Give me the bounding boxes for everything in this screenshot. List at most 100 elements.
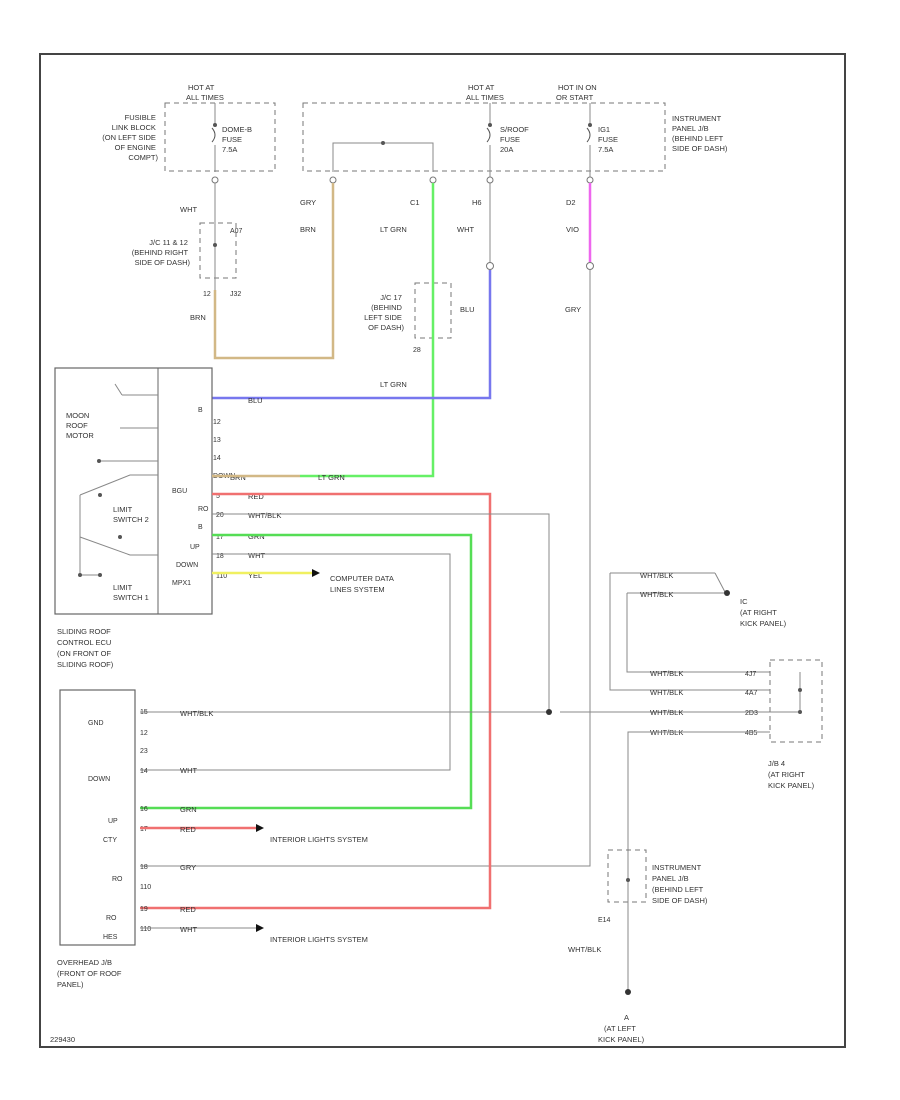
wire-label-red-oh1: RED <box>180 825 196 834</box>
jb4-box <box>769 659 823 743</box>
oh-wire-pin-j: 110 <box>140 926 151 933</box>
wire-red-ecu <box>140 492 492 910</box>
pin-a07: A07 <box>230 228 243 235</box>
interior-lights-label-2: INTERIOR LIGHTS SYSTEM <box>270 935 368 944</box>
wire-brn <box>213 183 335 360</box>
ground-ic-label: IC (AT RIGHT KICK PANEL) <box>740 597 787 628</box>
wire-label-wht-blk-j3: WHT/BLK <box>650 708 683 717</box>
wire-label-wht-blk-j1: WHT/BLK <box>650 669 683 678</box>
ecu-pin-up: UP <box>190 544 200 551</box>
pin-12: 12 <box>203 291 211 298</box>
wire-label-h6: H6 <box>472 198 482 207</box>
pin-e14: E14 <box>598 917 611 924</box>
wire-label-wht-top: WHT <box>180 205 197 214</box>
limit-switch-2-label: LIMIT SWITCH 2 <box>113 505 149 524</box>
oh-wire-pin-b: 12 <box>140 730 148 737</box>
fusible-link-label: FUSIBLE LINK BLOCK (ON LEFT SIDE OF ENGI… <box>102 113 158 162</box>
diagram-frame <box>39 53 846 1048</box>
wire-label-wht-blk-gnd2: WHT/BLK <box>640 590 673 599</box>
wire-label-wht-blk-j2: WHT/BLK <box>650 688 683 697</box>
wire-label-gry-oh: GRY <box>180 863 196 872</box>
ecu-wire-pin-3: 17 <box>216 534 224 541</box>
oh-wire-pin-h: 110 <box>140 884 151 891</box>
wire-label-grn1: GRN <box>248 532 265 541</box>
wire-label-wht-blk-gnd1: WHT/BLK <box>640 571 673 580</box>
ip-jb-label: INSTRUMENT PANEL J/B (BEHIND LEFT SIDE O… <box>672 114 728 153</box>
ecu-wire-pin-1: 5 <box>216 493 220 500</box>
interior-lights-label-1: INTERIOR LIGHTS SYSTEM <box>270 835 368 844</box>
wire-label-wht1: WHT <box>248 551 265 560</box>
moon-roof-box <box>54 367 213 615</box>
pin-28: 28 <box>413 347 421 354</box>
jb4-pin-a: 4J7 <box>745 671 756 678</box>
ecu-pin-14: 14 <box>213 455 221 462</box>
computer-data-label: COMPUTER DATA LINES SYSTEM <box>330 574 396 594</box>
jb4-pin-c: 2D3 <box>745 710 758 717</box>
oh-wire-pin-g: 18 <box>140 864 148 871</box>
overhead-jb-label: OVERHEAD J/B (FRONT OF ROOF PANEL) <box>57 958 124 989</box>
wire-label-wht-h6: WHT <box>457 225 474 234</box>
wire-label-blu-jc: BLU <box>460 305 475 314</box>
wire-label-grn-oh: GRN <box>180 805 197 814</box>
wire-label-wht-oh: WHT <box>180 766 197 775</box>
ecu-wire-pin-6: 110 <box>216 573 227 580</box>
ecu-wire-pin-2: 20 <box>216 512 224 519</box>
wire-label-brn-gnd: BRN <box>230 473 246 482</box>
wire-label-wht-blk-low: WHT/BLK <box>568 945 601 954</box>
oh-pin-down: DOWN <box>88 776 110 783</box>
wire-label-wht-blk1: WHT/BLK <box>248 511 281 520</box>
wire-label-wht-oh2: WHT <box>180 925 197 934</box>
ecu-pin-bgu: BGU <box>172 488 187 495</box>
sroof-fuse-label: S/ROOF FUSE 20A <box>500 125 531 154</box>
pin-j32: J32 <box>230 291 241 298</box>
moon-roof-motor-label: MOON ROOF MOTOR <box>66 411 94 440</box>
oh-wire-pin-d: 14 <box>140 768 148 775</box>
wire-blu <box>212 270 492 400</box>
jb4-label: J/B 4 (AT RIGHT KICK PANEL) <box>768 759 815 790</box>
wire-lt-grn <box>300 183 435 478</box>
wire-label-blu-b: BLU <box>248 396 263 405</box>
wire-label-red-oh2: RED <box>180 905 196 914</box>
ecu-pin-b: B <box>198 407 203 414</box>
footer-code: 229430 <box>50 1035 75 1044</box>
jc-left-label: J/C 17 (BEHIND LEFT SIDE OF DASH) <box>364 293 404 332</box>
wire-label-brn-top: BRN <box>300 225 316 234</box>
ign-fuse-label: IG1 FUSE 7.5A <box>598 125 620 154</box>
limit-switch-1-label: LIMIT SWITCH 1 <box>113 583 149 602</box>
jc-right-label: J/C 11 & 12 (BEHIND RIGHT SIDE OF DASH) <box>132 238 191 267</box>
wire-label-vio: VIO <box>566 225 579 234</box>
oh-wire-pin-i: 19 <box>140 906 148 913</box>
oh-pin-hes: HES <box>103 934 118 941</box>
overhead-jb-box <box>59 689 136 946</box>
oh-pin-gnd: GND <box>88 720 104 727</box>
oh-pin-ro2: RO <box>106 915 117 922</box>
wire-label-wht-blk-oh: WHT/BLK <box>180 709 213 718</box>
wire-label-gry-top: GRY <box>300 198 316 207</box>
wire-label-lt-grn-top: LT GRN <box>380 225 407 234</box>
fusible-link-block-box <box>164 102 276 172</box>
oh-pin-cty: CTY <box>103 837 117 844</box>
wire-grn-ecu <box>140 533 473 810</box>
dome-fuse-label: DOME-B FUSE 7.5A <box>222 125 254 154</box>
jb4-pin-d: 4B5 <box>745 730 758 737</box>
ecu-pin-down: DOWN <box>176 562 198 569</box>
wire-label-gry-right: GRY <box>565 305 581 314</box>
wire-label-d2: D2 <box>566 198 576 207</box>
oh-wire-pin-f: 17 <box>140 826 148 833</box>
oh-pin-ro: RO <box>112 876 123 883</box>
wire-gry-right <box>140 270 591 867</box>
wire-label-red1: RED <box>248 492 264 501</box>
wire-label-yel: YEL <box>248 571 262 580</box>
jb4-pin-b: 4A7 <box>745 690 758 697</box>
wire-wht-ecu <box>140 553 451 771</box>
ecu-pin-13: 13 <box>213 437 221 444</box>
ip-jb-lower-box <box>607 849 647 903</box>
ecu-pin-b2: B <box>198 524 203 531</box>
dome-fuse-node <box>213 123 217 127</box>
wire-wht-blk-ecu <box>212 513 550 712</box>
oh-pin-up: UP <box>108 818 118 825</box>
ecu-pin-mpx1: MPX1 <box>172 580 191 587</box>
